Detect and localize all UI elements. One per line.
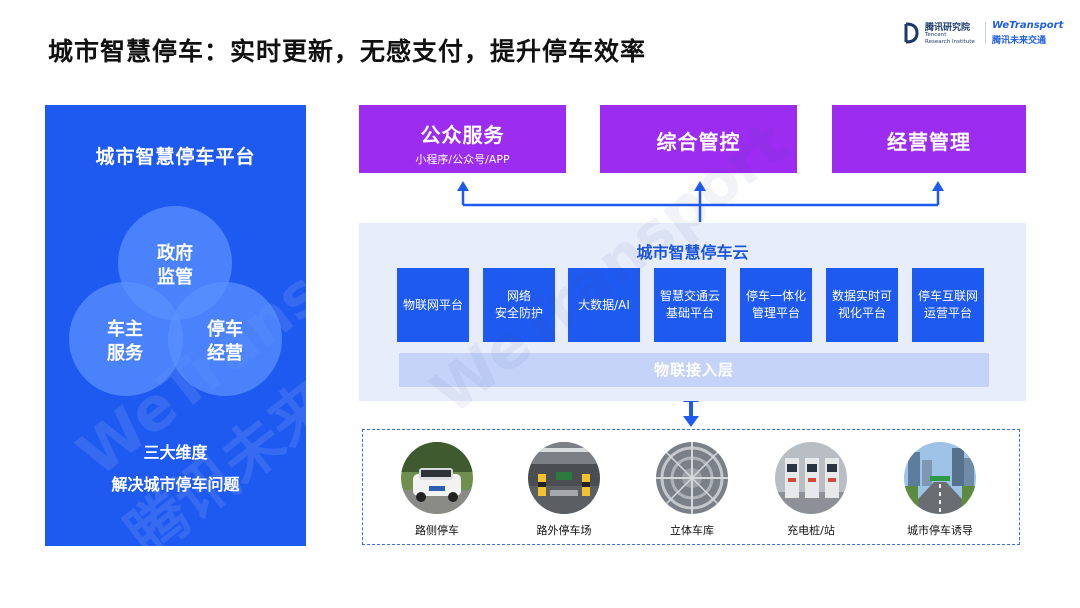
scene-label-charging: 充电桩/站 bbox=[787, 524, 835, 537]
wetransport-logo-cn: 腾讯未来交通 bbox=[992, 36, 1047, 46]
parking-cloud-panel: 城市智慧停车云 物联网平台 网络 安全防护 大数据/AI 智慧交通云 基础平台 … bbox=[359, 108, 1026, 428]
integrated-control-label: 综合管控 bbox=[656, 130, 741, 154]
iot-access-layer: 物联接入层 bbox=[399, 353, 989, 387]
operation-management-box: 经营管理 bbox=[832, 105, 1026, 173]
dimensions-subheading: 解决城市停车问题 bbox=[111, 475, 240, 494]
module-bigdata: 大数据/AI bbox=[568, 268, 640, 342]
offstreet-parking-image bbox=[528, 442, 600, 514]
scene-label-stereo: 立体车库 bbox=[670, 524, 714, 537]
charging-station-image bbox=[775, 442, 847, 514]
stereo-garage-image bbox=[656, 442, 728, 514]
platform-title: 城市智慧停车平台 bbox=[95, 146, 256, 168]
module-internet-ops: 停车互联网 运营平台 bbox=[912, 268, 984, 342]
platform-panel: WeTransport 腾讯未来交通 城市智慧停车平台 政府 监管 车主 服务 … bbox=[45, 105, 447, 571]
dimensions-heading: 三大维度 bbox=[143, 443, 208, 462]
module-parking-mgmt: 停车一体化 管理平台 bbox=[740, 268, 812, 342]
tencent-research-name: 腾讯研究院 bbox=[925, 23, 971, 33]
module-iot: 物联网平台 bbox=[397, 268, 469, 342]
scene-label-roadside: 路侧停车 bbox=[415, 524, 459, 537]
scene-label-offstreet: 路外停车场 bbox=[536, 524, 592, 537]
integrated-control-box: 综合管控 bbox=[600, 105, 797, 173]
public-service-sub: 小程序/公众号/APP bbox=[415, 153, 510, 166]
module-visualization: 数据实时可 视化平台 bbox=[826, 268, 898, 342]
scenes-frame: 路侧停车 路外停车场 立体车库 bbox=[362, 429, 1020, 545]
module-traffic-cloud: 智慧交通云 基础平台 bbox=[654, 268, 726, 342]
parking-guidance-image bbox=[904, 442, 976, 514]
tencent-en-line2: Research Institute bbox=[925, 39, 975, 45]
operation-management-label: 经营管理 bbox=[887, 130, 971, 154]
logo-divider bbox=[985, 22, 986, 44]
public-service-label: 公众服务 bbox=[420, 123, 505, 147]
roadside-parking-image bbox=[401, 442, 473, 514]
tencent-research-en: Tencent Research Institute bbox=[925, 32, 975, 46]
tencent-research-logo-icon bbox=[904, 22, 919, 44]
tencent-en-line1: Tencent bbox=[925, 32, 947, 38]
wetransport-logo-en: WeTransport bbox=[992, 20, 1064, 31]
circle-label-owner: 车主 服务 bbox=[107, 319, 143, 364]
page-title: 城市智慧停车：实时更新，无感支付，提升停车效率 bbox=[48, 37, 647, 66]
cloud-title: 城市智慧停车云 bbox=[636, 243, 749, 262]
circle-owner bbox=[69, 282, 183, 396]
public-service-box: 公众服务 小程序/公众号/APP bbox=[359, 105, 566, 173]
circle-label-operation: 停车 经营 bbox=[207, 319, 243, 364]
circle-operation bbox=[168, 282, 282, 396]
scene-label-guidance: 城市停车诱导 bbox=[907, 524, 973, 537]
circle-label-gov: 政府 监管 bbox=[157, 243, 193, 288]
module-security: 网络 安全防护 bbox=[483, 268, 555, 342]
